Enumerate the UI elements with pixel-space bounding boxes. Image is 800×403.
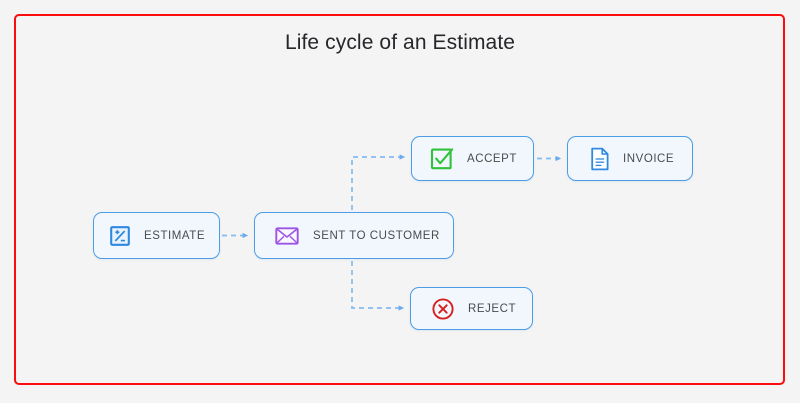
page-title: Life cycle of an Estimate [284,31,516,54]
node-estimate-label: ESTIMATE [144,229,206,242]
node-invoice[interactable]: INVOICE [567,136,693,181]
node-accept-label: ACCEPT [467,152,517,165]
diagram-frame [14,14,785,385]
document-icon [590,147,610,171]
node-sent-to-customer-label: SENT TO CUSTOMER [313,229,440,242]
node-estimate[interactable]: ESTIMATE [93,212,220,259]
check-square-icon [430,147,454,171]
node-reject[interactable]: REJECT [410,287,533,330]
envelope-icon [275,226,299,246]
node-invoice-label: INVOICE [623,152,675,165]
node-sent-to-customer[interactable]: SENT TO CUSTOMER [254,212,454,259]
node-accept[interactable]: ACCEPT [411,136,534,181]
node-reject-label: REJECT [468,302,517,315]
circle-x-icon [431,297,455,321]
plus-minus-square-icon [109,225,131,247]
